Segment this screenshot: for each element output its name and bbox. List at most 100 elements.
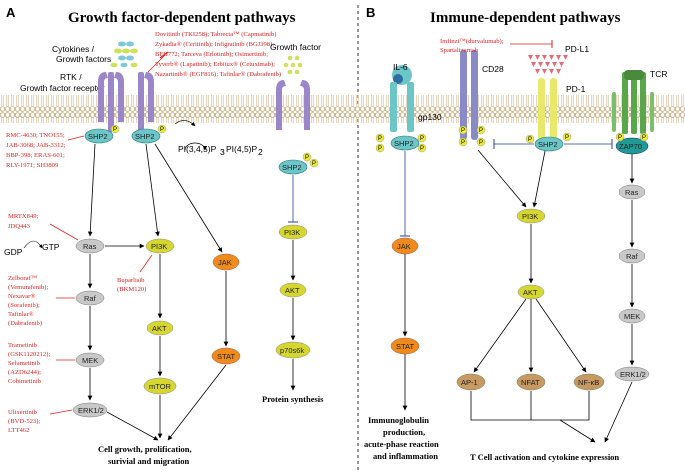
growth-factor-ligands — [283, 55, 303, 75]
svg-text:Immunoglobulin: Immunoglobulin — [368, 415, 429, 425]
svg-text:P: P — [305, 155, 309, 161]
svg-text:(Sorafenib);: (Sorafenib); — [8, 302, 40, 309]
svg-text:AP-1: AP-1 — [461, 378, 478, 387]
svg-text:(BVD-523);: (BVD-523); — [8, 418, 40, 425]
svg-text:BFH772; Tarceva (Erlotinib); O: BFH772; Tarceva (Erlotinib); Osimertinib… — [155, 51, 268, 58]
svg-text:MEK: MEK — [82, 356, 98, 365]
svg-text:P: P — [618, 135, 622, 141]
svg-text:mTOR: mTOR — [149, 382, 172, 391]
svg-text:SHP2: SHP2 — [282, 163, 302, 172]
outcome-cell-growth-line1: Cell growth, prolification, — [98, 444, 192, 454]
svg-text:PI(3,4,5)P: PI(3,4,5)P — [178, 144, 217, 154]
growth-factor-receptor-label: Growth factor receptor — [20, 83, 105, 93]
svg-text:Raf: Raf — [626, 252, 639, 261]
svg-text:ERK1/2: ERK1/2 — [78, 406, 104, 415]
svg-text:P: P — [528, 137, 532, 143]
mtor-node: mTOR — [143, 377, 177, 395]
outcome-immunoglobulin: Immunoglobulin production, acute-phase r… — [364, 415, 439, 461]
svg-text:PI3K: PI3K — [284, 228, 300, 237]
svg-text:PI3K: PI3K — [522, 212, 538, 221]
shp2-inhibitor-list: RMC-4630; TNO155; JAB-3068; JAB-3312; BB… — [6, 132, 66, 169]
svg-text:ERK1/2: ERK1/2 — [620, 370, 646, 379]
svg-text:P: P — [378, 136, 382, 142]
svg-text:MEK: MEK — [624, 312, 640, 321]
stat-node-right: STAT — [390, 337, 420, 355]
svg-text:SHP2: SHP2 — [538, 140, 558, 149]
svg-text:SHP2: SHP2 — [394, 139, 414, 148]
svg-text:P: P — [565, 135, 569, 141]
svg-text:Nazartinib® (EGF816); Tafinlar: Nazartinib® (EGF816); Tafinlar® (Dabrafe… — [155, 71, 281, 78]
tcr-label: TCR — [650, 69, 667, 79]
pd1-label: PD-1 — [566, 84, 586, 94]
svg-text:P: P — [160, 127, 164, 133]
panel-b-letter: B — [366, 5, 375, 20]
pi3k-node-gf: PI3K — [278, 224, 308, 240]
svg-text:P: P — [312, 161, 316, 167]
ras-node: Ras — [75, 238, 105, 254]
svg-text:Selumetinib: Selumetinib — [8, 360, 41, 367]
cytokine-ligands — [110, 41, 138, 68]
svg-text:(GSK1120212);: (GSK1120212); — [8, 351, 50, 358]
cd28-receptor — [460, 50, 478, 140]
left-signaling-arrows — [87, 143, 296, 441]
growth-factor-receptor — [276, 80, 310, 130]
panel-a-letter: A — [6, 5, 16, 20]
outcome-t-cell: T Cell activation and cytokine expressio… — [470, 452, 619, 462]
svg-text:P: P — [461, 140, 465, 146]
svg-text:(AZD6244);: (AZD6244); — [8, 369, 41, 376]
protein-synthesis-label: Protein synthesis — [262, 394, 324, 404]
svg-text:P: P — [642, 135, 646, 141]
rtk-inhibitor-list: Dovitinib (TKI258); Tabrecta™ (Capmatini… — [155, 31, 281, 78]
right-signaling-arrows — [402, 149, 635, 443]
svg-text:Ras: Ras — [625, 188, 639, 197]
gp130-label: gp130 — [418, 112, 442, 122]
raf-inhibitor-list: Zelboraf™ (Vemurafenib); Nexavar® (Soraf… — [8, 275, 48, 327]
tcr-receptor — [612, 70, 654, 134]
rtk-receptor-2 — [138, 72, 154, 132]
svg-text:P: P — [420, 146, 424, 152]
svg-text:JDQ443: JDQ443 — [8, 223, 31, 230]
pdl1-inhibitor-list: Imfinzi™(durvalumab); Spartalizumab — [440, 38, 504, 54]
ap1-node: AP-1 — [456, 373, 486, 391]
akt-node-gf: AKT — [279, 282, 307, 298]
shp2-node-il6: SHP2 — [390, 135, 420, 151]
cytokines-label: Cytokines / — [52, 44, 95, 54]
svg-text:(Dabrafenib): (Dabrafenib) — [8, 320, 42, 327]
gtp-label: GTP — [42, 242, 60, 252]
svg-text:and inflammation: and inflammation — [373, 451, 438, 461]
shp2-node-2: SHP2 — [131, 128, 161, 144]
svg-text:P: P — [420, 136, 424, 142]
rtk-label: RTK / — [60, 72, 82, 82]
erk-inhibitor-list: Ulixertinib (BVD-523); LTT462 — [8, 409, 40, 434]
ras-inhibitor-list: MRTX849; JDQ443 — [8, 213, 39, 230]
mek-inhibitor-list: Trametinib (GSK1120212); Selumetinib (AZ… — [8, 342, 50, 385]
shp2-node-3: SHP2 — [278, 159, 308, 175]
nfat-node: NFAT — [516, 373, 546, 391]
cell-membrane — [0, 95, 685, 123]
svg-text:P: P — [378, 146, 382, 152]
pip-conversion: PI(3,4,5)P 3 PI(4,5)P 2 — [174, 120, 263, 157]
svg-text:Dovitinib (TKI258); Tabrecta™: Dovitinib (TKI258); Tabrecta™ (Capmatini… — [155, 31, 276, 38]
pdl1-ligands — [528, 55, 568, 74]
akt-node: AKT — [146, 320, 174, 336]
il6-receptor — [390, 65, 414, 132]
raf-node-right: Raf — [618, 248, 646, 264]
svg-text:Imfinzi™(durvalumab);: Imfinzi™(durvalumab); — [440, 38, 504, 45]
panel-b-title: Immune-dependent pathways — [430, 10, 621, 26]
svg-text:Zelboraf™: Zelboraf™ — [8, 275, 38, 282]
stat-node-left: STAT — [211, 347, 241, 365]
svg-text:LTT462: LTT462 — [8, 427, 29, 434]
svg-text:Nexavar®: Nexavar® — [8, 293, 35, 300]
growth-factors-label: Growth factors — [56, 54, 111, 64]
svg-text:NFAT: NFAT — [521, 378, 540, 387]
svg-text:AKT: AKT — [523, 288, 538, 297]
svg-text:NF-κB: NF-κB — [578, 378, 599, 387]
phospho-markers-rtk: P P — [110, 124, 167, 134]
svg-text:(BKM120): (BKM120) — [117, 286, 146, 293]
pi3k-inhibitor-list: Buparlisib (BKM120) — [117, 277, 146, 293]
svg-text:MRTX849;: MRTX849; — [8, 213, 39, 220]
growth-factor-label: Growth factor — [270, 42, 321, 52]
svg-text:AKT: AKT — [285, 286, 300, 295]
svg-text:RMC-4630; TNO155;: RMC-4630; TNO155; — [6, 132, 65, 139]
svg-text:p70s6k: p70s6k — [280, 346, 304, 355]
